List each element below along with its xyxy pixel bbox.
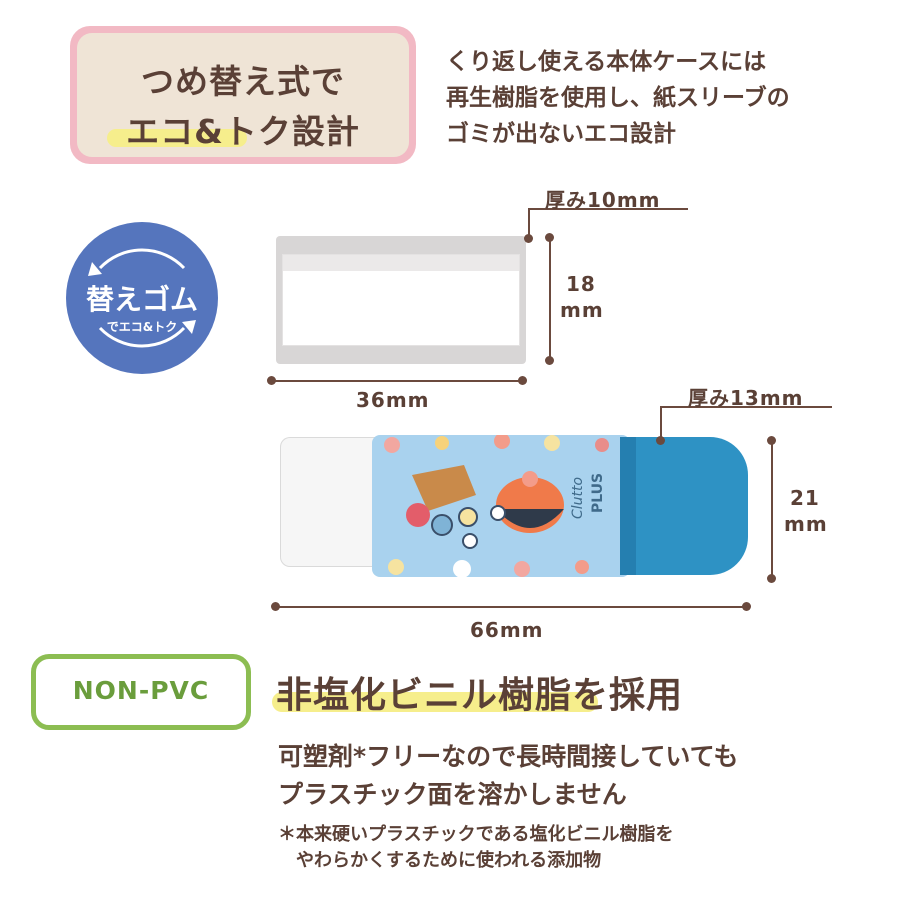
title-highlight	[272, 692, 598, 712]
refill-thickness-label: 厚み10mm	[545, 188, 661, 212]
eco-design-badge: つめ替え式で エコ&トク設計	[70, 26, 416, 164]
non-pvc-footnote-line: ＊本来硬いプラスチックである塩化ビニル樹脂を	[278, 824, 674, 845]
eraser-length-dot-left	[271, 602, 280, 611]
non-pvc-badge: NON-PVC	[31, 654, 251, 730]
non-pvc-description: 可塑剤*フリーなので長時間接していても プラスチック面を溶かしません	[278, 738, 738, 814]
top-description: くり返し使える本体ケースには 再生樹脂を使用し、紙スリーブの ゴミが出ないエコ設…	[446, 44, 886, 152]
refill-width-label: 36mm	[356, 388, 430, 412]
eraser-height-dot-bottom	[767, 574, 776, 583]
refill-circle-sub-text: でエコ&トク	[106, 320, 178, 334]
badge-line-2: エコ&トク設計	[126, 112, 360, 151]
cycle-arrows-icon	[88, 248, 196, 348]
refill-thickness-leader-vertical	[528, 208, 530, 238]
eraser-height-unit: mm	[784, 512, 828, 536]
food-illustration-icon	[384, 435, 609, 577]
badge-line-1: つめ替え式で	[141, 62, 345, 101]
refill-eraser-circle-badge: 替えゴム でエコ&トク	[66, 222, 218, 374]
refill-height-line	[549, 238, 551, 360]
eraser-length-label: 66mm	[470, 618, 544, 642]
non-pvc-description-line: プラスチック面を溶かしません	[278, 780, 627, 809]
refill-eraser-face	[282, 254, 520, 346]
eraser-length-dot-right	[742, 602, 751, 611]
eraser-cap	[620, 437, 748, 575]
non-pvc-label: NON-PVC	[72, 676, 210, 705]
refill-height-dot-top	[545, 233, 554, 242]
brand-logo: Clutto	[570, 476, 586, 519]
eraser-thickness-label: 厚み13mm	[688, 386, 804, 410]
non-pvc-description-line: 可塑剤*フリーなので長時間接していても	[278, 742, 739, 771]
non-pvc-title: 非塩化ビニル樹脂を採用	[276, 675, 684, 716]
refill-width-dot-right	[518, 376, 527, 385]
eraser-length-line	[276, 606, 746, 608]
eraser-height-line	[771, 440, 773, 578]
refill-thickness-dot	[524, 234, 533, 243]
refill-height-value: 18	[566, 272, 596, 296]
eraser-sleeve: Clutto PLUS	[372, 435, 630, 577]
non-pvc-footnote: ＊本来硬いプラスチックである塩化ビニル樹脂を やわらかくするために使われる添加物	[278, 822, 673, 874]
refill-height-dot-bottom	[545, 356, 554, 365]
eco-design-badge-inner: つめ替え式で エコ&トク設計	[77, 33, 409, 157]
refill-circle-main-text: 替えゴム	[85, 283, 198, 316]
refill-eraser-block	[276, 236, 526, 364]
refill-eraser-shading	[283, 255, 519, 271]
eraser-thickness-dot	[656, 436, 665, 445]
eraser-height-dot-top	[767, 436, 776, 445]
refill-width-line	[272, 380, 524, 382]
top-description-line: 再生樹脂を使用し、紙スリーブの	[446, 85, 790, 111]
top-description-line: くり返し使える本体ケースには	[446, 49, 767, 75]
eraser-height-value: 21	[790, 486, 820, 510]
eraser-thickness-leader-vertical	[660, 406, 662, 440]
eraser-cap-band	[620, 437, 636, 575]
top-description-line: ゴミが出ないエコ設計	[446, 121, 676, 147]
maker-logo: PLUS	[590, 472, 606, 513]
non-pvc-footnote-line: やわらかくするために使われる添加物	[278, 850, 602, 871]
badge-highlight	[107, 129, 247, 147]
eraser-thickness-leader	[660, 406, 832, 408]
refill-width-dot-left	[267, 376, 276, 385]
refill-height-unit: mm	[560, 298, 604, 322]
refill-thickness-leader	[528, 208, 688, 210]
